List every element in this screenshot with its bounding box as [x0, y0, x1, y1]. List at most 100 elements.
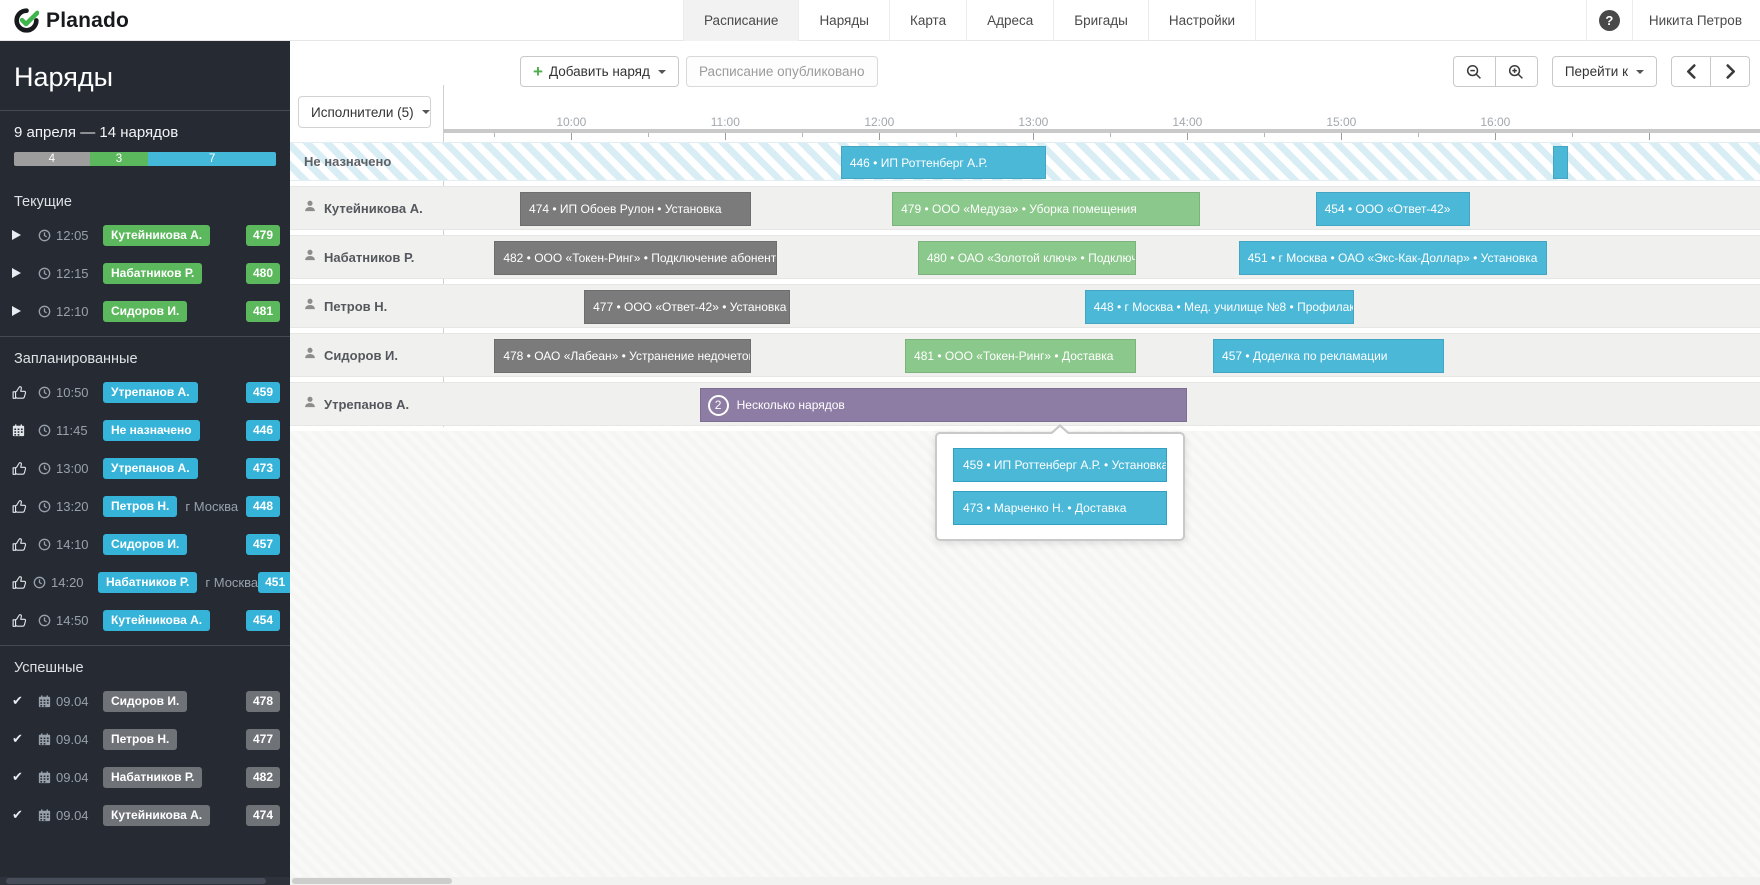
horizontal-scrollbar [290, 877, 1760, 885]
calendar-icon [38, 694, 51, 708]
order-number-badge: 479 [245, 224, 280, 246]
section-label: Запланированные [14, 351, 138, 367]
person-icon [304, 346, 316, 364]
ruler-tick [1649, 133, 1651, 140]
assignee-badge: Сидоров И. [103, 300, 188, 322]
planado-logo-icon [14, 8, 39, 33]
popover-task-bar[interactable]: 473 • Марченко Н. • Доставка [953, 491, 1167, 525]
ruler-tick [879, 133, 881, 140]
hour-label: 14:00 [1172, 115, 1203, 129]
schedule-published-button[interactable]: Расписание опубликовано [686, 56, 878, 87]
task-bar[interactable]: 479 • ООО «Медуза» • Уборка помещения [892, 192, 1201, 226]
task-bar[interactable]: 478 • ОАО «Лабеан» • Устранение недочето… [494, 339, 752, 373]
assignee-badge: Кутейникова А. [103, 804, 211, 826]
assignee-badge: Не назначено [103, 419, 200, 441]
popover-arrow-icon [1049, 424, 1071, 435]
task-bar[interactable]: 446 • ИП Роттенберг А.Р. [840, 146, 1047, 179]
nav-tab[interactable]: Настройки [1149, 0, 1257, 41]
unassigned-row-label: Не назначено [290, 143, 443, 180]
task-bar[interactable]: 474 • ИП Обоев Рулон • Установка [520, 192, 752, 226]
popover-task-bar[interactable]: 459 • ИП Роттенберг А.Р. • Установка [953, 448, 1167, 482]
help-button[interactable]: ? [1585, 0, 1632, 41]
order-number-badge: 474 [245, 804, 280, 826]
task-bar-label: 477 • ООО «Ответ-42» • Установка [593, 300, 787, 314]
nav-tab[interactable]: Адреса [967, 0, 1055, 41]
task-bar[interactable]: 482 • ООО «Токен-Ринг» • Подключение або… [494, 241, 777, 275]
check-icon: ✔ [12, 807, 23, 822]
task-bar-label: 479 • ООО «Медуза» • Уборка помещения [901, 202, 1137, 216]
executors-filter-button[interactable]: Исполнители (5) [298, 96, 431, 128]
brand-logo[interactable]: Planado [14, 0, 129, 41]
clock-icon [38, 424, 51, 437]
executor-row-label: Сидоров И. [290, 334, 443, 376]
assignee-badge: Набатников Р. [103, 766, 203, 788]
play-icon [12, 306, 32, 316]
nav-tab[interactable]: Расписание [683, 0, 800, 41]
task-bar[interactable]: 477 • ООО «Ответ-42» • Установка [584, 290, 790, 324]
person-icon [304, 395, 316, 413]
order-time: 13:00 [56, 460, 89, 476]
order-number-badge: 446 [245, 419, 280, 441]
task-bar[interactable] [1553, 146, 1569, 179]
nav-tab[interactable]: Бригады [1054, 0, 1149, 41]
order-note: г Москва [185, 498, 239, 514]
prev-button[interactable] [1671, 56, 1711, 87]
next-button[interactable] [1710, 56, 1750, 87]
order-time: 12:05 [56, 227, 89, 243]
task-bar[interactable]: 454 • ООО «Ответ-42» [1315, 192, 1470, 226]
sidebar-scrollbar [0, 877, 290, 885]
task-bar[interactable]: 480 • ОАО «Золотой ключ» • Подключение [917, 241, 1137, 275]
task-bar-label: 474 • ИП Обоев Рулон • Установка [529, 202, 722, 216]
ruler-tick [1341, 133, 1343, 140]
executor-row-label: Утрепанов А. [290, 383, 443, 425]
zoom-out-icon [1467, 64, 1482, 79]
executor-name: Утрепанов А. [324, 396, 410, 412]
executor-row: Петров Н. 477 • ООО «Ответ-42» • Установк… [290, 284, 1760, 328]
task-bar-label: 481 • ООО «Токен-Ринг» • Доставка [914, 349, 1114, 363]
task-bar[interactable]: 457 • Доделка по рекламации [1213, 339, 1445, 373]
hour-label: 13:00 [1018, 115, 1049, 129]
executor-row: Сидоров И. 478 • ОАО «Лабеан» • Устранени… [290, 333, 1760, 377]
thumb-icon [12, 499, 32, 514]
zoom-out-button[interactable] [1452, 56, 1496, 87]
assignee-badge: Набатников Р. [103, 262, 203, 284]
ruler-tick [1495, 133, 1497, 140]
task-bar[interactable]: 451 • г Москва • ОАО «Экс-Как-Доллар» • … [1238, 241, 1547, 275]
clock-icon [38, 614, 51, 627]
task-bar[interactable]: 448 • г Москва • Мед. училище №8 • Профи… [1084, 290, 1355, 324]
ruler-tick [648, 133, 650, 137]
nav-tab[interactable]: Наряды [799, 0, 890, 41]
add-order-button[interactable]: + Добавить наряд [520, 56, 679, 87]
section-label: Успешные [14, 660, 84, 676]
goto-button[interactable]: Перейти к [1551, 56, 1657, 87]
user-menu[interactable]: Никита Петров [1631, 0, 1760, 41]
order-time: 14:20 [51, 574, 84, 590]
horizontal-scrollbar-thumb[interactable] [292, 878, 452, 884]
sidebar-scrollbar-thumb[interactable] [6, 878, 266, 884]
nav-tab[interactable]: Карта [890, 0, 968, 41]
calendar-icon [38, 808, 51, 822]
check-icon: ✔ [12, 731, 23, 746]
task-bar[interactable]: 481 • ООО «Токен-Ринг» • Доставка [905, 339, 1137, 373]
chevron-down-icon [421, 110, 430, 114]
play-icon [12, 268, 32, 278]
executor-row-label: Петров Н. [290, 285, 443, 327]
zoom-in-button[interactable] [1494, 56, 1538, 87]
